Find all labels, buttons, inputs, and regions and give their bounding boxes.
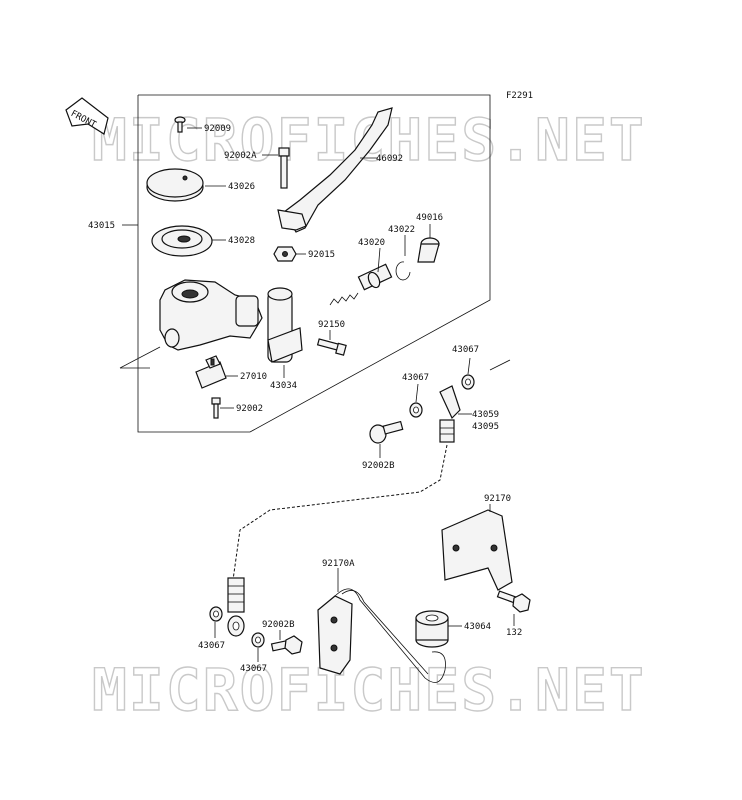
washer-43067-lower-middle xyxy=(251,632,265,648)
label-49016: 49016 xyxy=(416,213,443,223)
label-92002: 92002 xyxy=(236,404,263,414)
label-43026: 43026 xyxy=(228,182,255,192)
label-43067-a: 43067 xyxy=(452,345,479,355)
bracket-92170a xyxy=(317,588,446,683)
bolt-92150 xyxy=(316,338,347,356)
label-92002a: 92002A xyxy=(224,151,257,161)
bolt-132 xyxy=(496,590,531,613)
front-arrow-icon: FRONT xyxy=(65,97,109,135)
master-cylinder-body xyxy=(159,279,263,351)
circlip-43022 xyxy=(395,261,411,281)
label-92015: 92015 xyxy=(308,250,335,260)
piston-kit-43020 xyxy=(329,247,393,306)
label-92170: 92170 xyxy=(484,494,511,504)
screw-92002 xyxy=(211,397,221,419)
label-43064: 43064 xyxy=(464,622,491,632)
screw-92009 xyxy=(174,116,186,133)
label-43034: 43034 xyxy=(270,381,297,391)
hose-fitting-43059 xyxy=(439,385,461,443)
bracket-92170 xyxy=(441,509,513,591)
washer-43067-lower-left xyxy=(209,606,223,622)
label-46092: 46092 xyxy=(376,154,403,164)
label-43020: 43020 xyxy=(358,238,385,248)
label-92170a: 92170A xyxy=(322,559,355,569)
boot-49016 xyxy=(417,237,440,263)
label-92009: 92009 xyxy=(204,124,231,134)
switch-27010 xyxy=(195,355,227,389)
label-43067-c: 43067 xyxy=(198,641,225,651)
label-43059: 43059 xyxy=(472,410,499,420)
label-43067-d: 43067 xyxy=(240,664,267,674)
label-92002b-a: 92002B xyxy=(362,461,395,471)
cap-43026 xyxy=(146,168,204,202)
label-43095: 43095 xyxy=(472,422,499,432)
label-43022: 43022 xyxy=(388,225,415,235)
nut-92015 xyxy=(273,246,297,262)
hose-fitting-lower xyxy=(227,577,245,637)
label-43067-b: 43067 xyxy=(402,373,429,383)
lever-46092 xyxy=(277,107,393,233)
diaphragm-43028 xyxy=(151,225,213,257)
watermark-bottom: MICROFICHES.NET xyxy=(92,656,646,724)
label-43015: 43015 xyxy=(88,221,115,231)
label-92002b-b: 92002B xyxy=(262,620,295,630)
bolt-92002b-upper xyxy=(369,420,404,444)
washer-43067-upper-right xyxy=(461,374,475,390)
label-43028: 43028 xyxy=(228,236,255,246)
assembly-box xyxy=(137,94,491,433)
clamp-43034 xyxy=(267,287,303,363)
bolt-92002a xyxy=(278,147,290,189)
label-132: 132 xyxy=(506,628,522,638)
label-27010: 27010 xyxy=(240,372,267,382)
bolt-92002b-lower xyxy=(270,635,303,655)
figure-code: F2291 xyxy=(506,91,533,101)
label-92150: 92150 xyxy=(318,320,345,330)
rubber-43064 xyxy=(415,610,449,648)
washer-43067-upper-left xyxy=(409,402,423,418)
